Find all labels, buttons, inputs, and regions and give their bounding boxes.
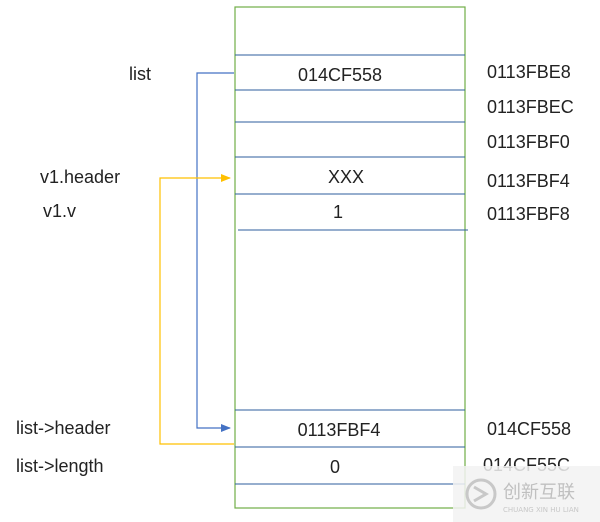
watermark-text: 创新互联 [503, 482, 575, 503]
cell-value-list: 014CF558 [298, 65, 382, 85]
cell-value-list-header: 0113FBF4 [298, 420, 381, 440]
watermark-subtext: CHUANG XIN HU LIAN [503, 506, 579, 514]
cell-value-v: 1 [333, 202, 343, 222]
watermark-logo-icon [465, 478, 497, 510]
pointer-arrow-header [159, 174, 234, 445]
address-label: 0113FBF4 [487, 171, 570, 191]
variable-label-v1-v: v1.v [43, 201, 76, 221]
variable-label-list-length: list->length [16, 456, 104, 476]
watermark: 创新互联 CHUANG XIN HU LIAN [453, 466, 600, 522]
cell-value-header: XXX [328, 167, 364, 187]
address-label: 014CF558 [487, 419, 571, 439]
cell-dividers [235, 54, 468, 485]
cell-value-list-length: 0 [330, 457, 340, 477]
memory-column-frame [234, 6, 466, 509]
address-label: 0113FBF8 [487, 204, 570, 224]
watermark-backdrop [453, 466, 600, 522]
variable-label-list-header: list->header [16, 418, 111, 438]
variable-label-list: list [129, 64, 151, 84]
variable-label-v1-header: v1.header [40, 167, 120, 187]
address-label: 0113FBE8 [487, 62, 571, 82]
address-label: 0113FBEC [487, 97, 574, 117]
address-label: 0113FBF0 [487, 132, 570, 152]
pointer-arrow-list [196, 72, 234, 432]
